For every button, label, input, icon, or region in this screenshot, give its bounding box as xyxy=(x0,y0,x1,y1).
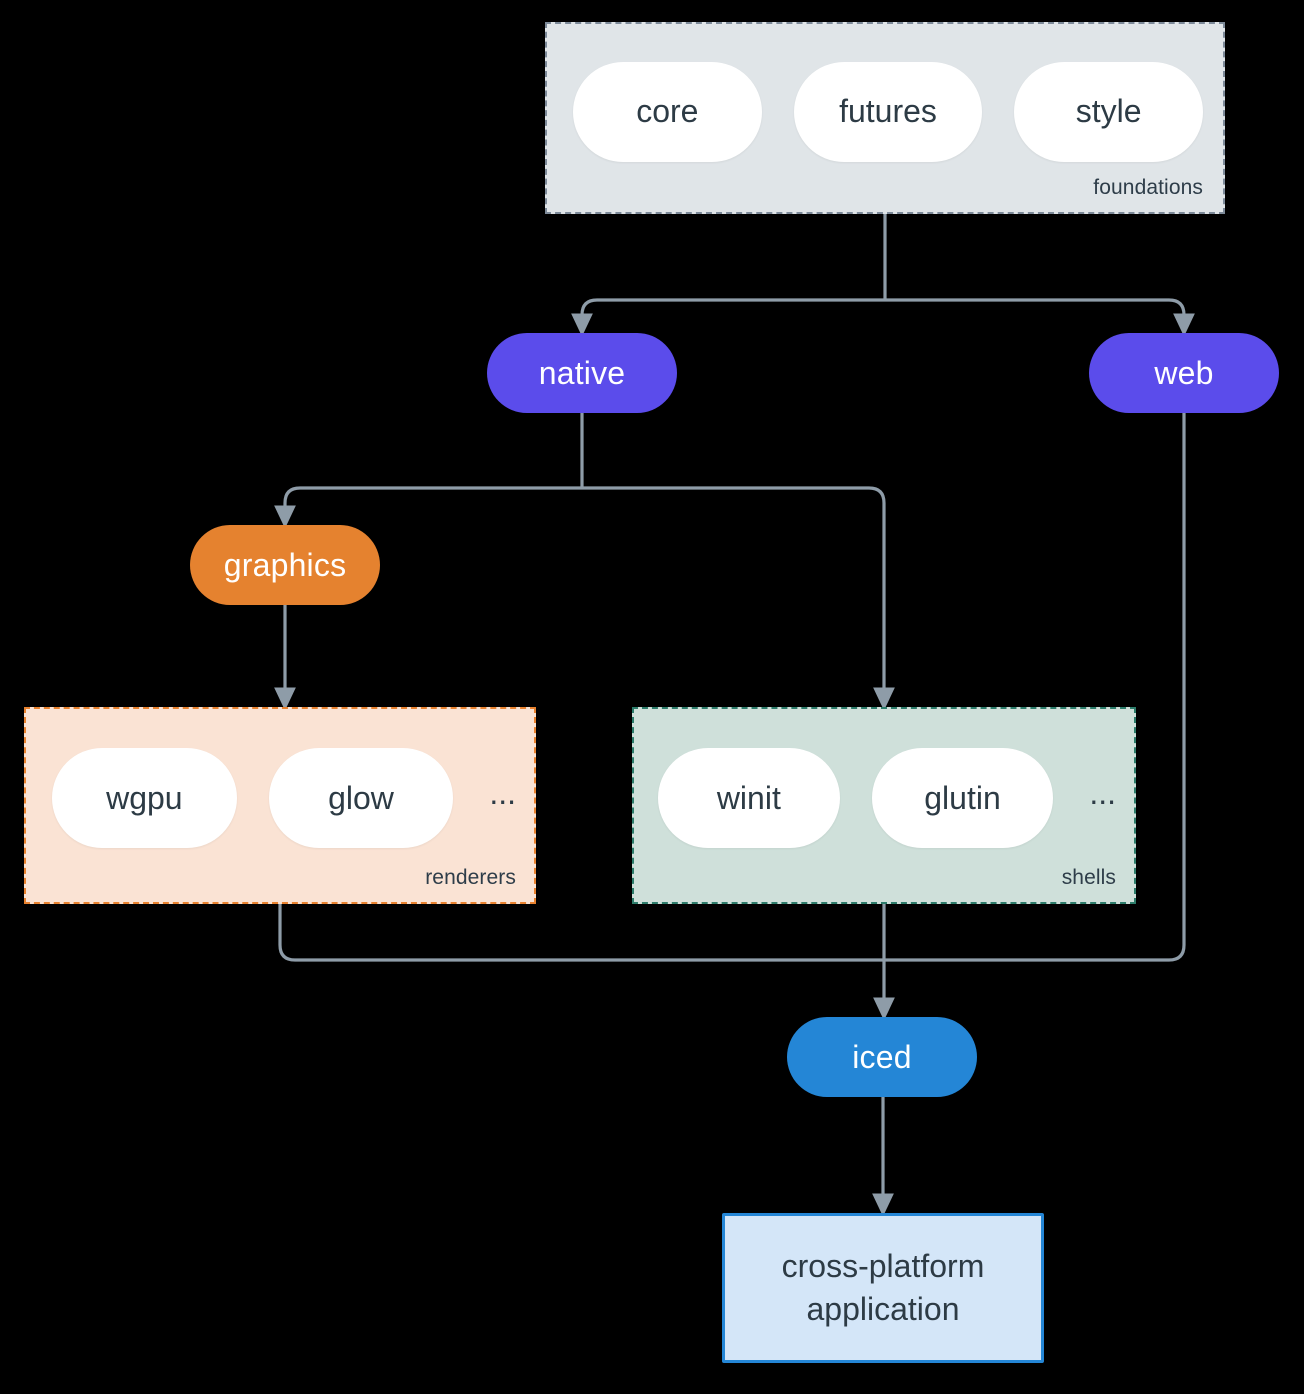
item-glutin[interactable]: glutin xyxy=(871,748,1054,848)
node-web[interactable]: web xyxy=(1089,333,1279,413)
item-wgpu[interactable]: wgpu xyxy=(52,748,237,848)
item-core[interactable]: core xyxy=(573,61,762,162)
group-renderers-label: renderers xyxy=(425,866,516,889)
node-native[interactable]: native xyxy=(487,333,677,413)
group-shells[interactable]: winit glutin ... shells xyxy=(632,707,1136,904)
renderers-ellipsis: ... xyxy=(489,775,516,811)
edge-renderers-to-iced xyxy=(278,904,884,962)
group-foundations-label: foundations xyxy=(1093,176,1203,199)
group-shells-items: winit glutin ... xyxy=(658,729,1116,867)
shells-ellipsis: ... xyxy=(1089,775,1116,811)
node-cross-platform-application[interactable]: cross-platform application xyxy=(722,1213,1044,1363)
item-glow[interactable]: glow xyxy=(268,748,454,848)
item-futures[interactable]: futures xyxy=(793,61,983,162)
group-foundations-items: core futures style xyxy=(573,46,1204,177)
application-label-line2: application xyxy=(806,1291,960,1327)
item-winit[interactable]: winit xyxy=(658,748,840,848)
application-label-line1: cross-platform xyxy=(781,1248,985,1285)
group-shells-label: shells xyxy=(1061,866,1116,889)
item-style[interactable]: style xyxy=(1014,61,1204,162)
edge-foundations-to-web xyxy=(885,298,1195,337)
group-foundations[interactable]: core futures style foundations xyxy=(545,22,1225,214)
group-renderers[interactable]: wgpu glow ... renderers xyxy=(24,707,536,904)
node-iced[interactable]: iced xyxy=(787,1017,977,1097)
edge-native-to-shells xyxy=(582,486,895,711)
group-renderers-items: wgpu glow ... xyxy=(52,729,516,867)
node-graphics[interactable]: graphics xyxy=(190,525,380,605)
edge-foundations-to-native xyxy=(571,298,885,337)
edge-native-to-graphics xyxy=(274,486,582,529)
